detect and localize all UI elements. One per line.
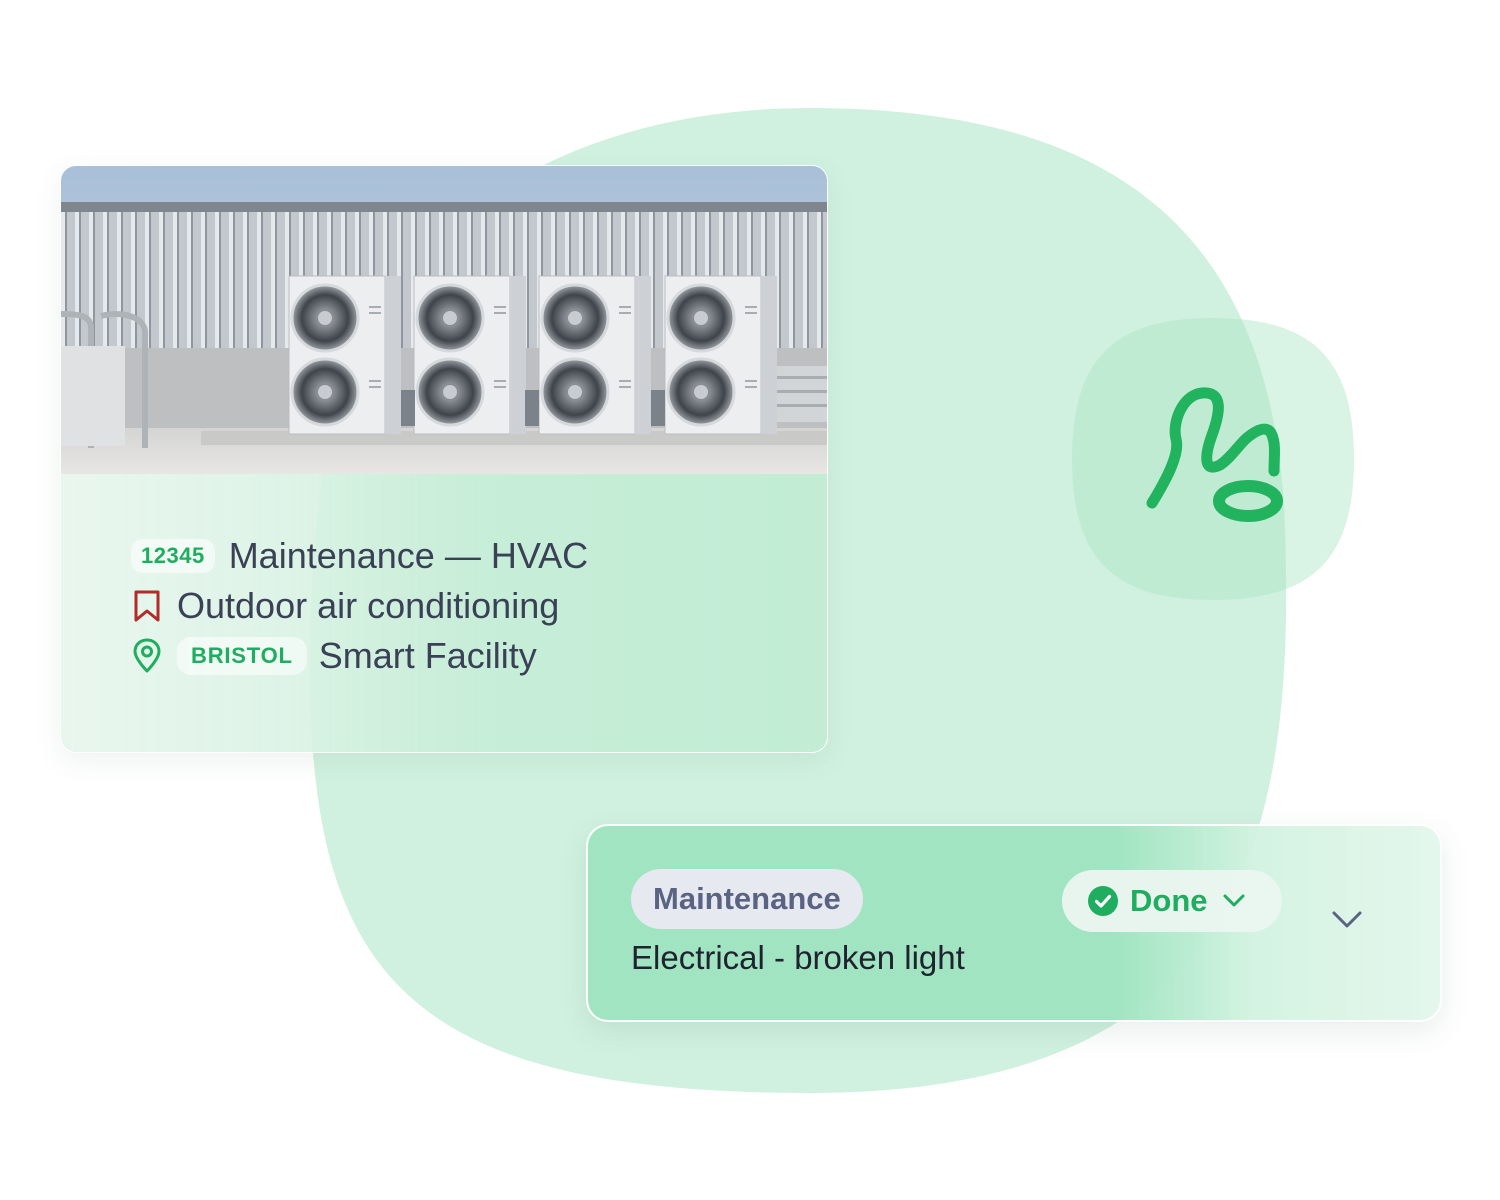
request-title: Electrical - broken light: [631, 939, 965, 976]
work-order-card[interactable]: 12345 Maintenance — HVAC Outdoor air con…: [60, 165, 828, 753]
work-order-title: Maintenance — HVAC: [228, 535, 589, 576]
status-dropdown[interactable]: Done: [1062, 870, 1282, 932]
location-name: Smart Facility: [318, 635, 537, 676]
work-order-id: 12345: [131, 539, 215, 573]
brand-tile: [1072, 318, 1354, 600]
status-label: Done: [1130, 883, 1208, 918]
work-order-details: 12345 Maintenance — HVAC Outdoor air con…: [131, 531, 781, 681]
location-badge: BRISTOL: [177, 637, 307, 675]
check-circle-icon: [1088, 886, 1118, 916]
hvac-photo: [61, 166, 827, 474]
category-badge: Maintenance: [631, 869, 863, 929]
bookmark-icon: [131, 589, 163, 623]
work-order-asset: Outdoor air conditioning: [177, 585, 560, 626]
request-card[interactable]: Maintenance Electrical - broken light Do…: [586, 824, 1442, 1022]
chevron-down-icon: [1222, 893, 1246, 909]
expand-chevron-icon[interactable]: [1330, 908, 1364, 932]
work-order-header: 12345 Maintenance — HVAC: [131, 531, 781, 581]
map-pin-icon: [131, 638, 163, 674]
work-order-asset-row: Outdoor air conditioning: [131, 581, 781, 631]
work-order-location-row: BRISTOL Smart Facility: [131, 631, 781, 681]
brand-logo-icon: [1146, 387, 1283, 522]
